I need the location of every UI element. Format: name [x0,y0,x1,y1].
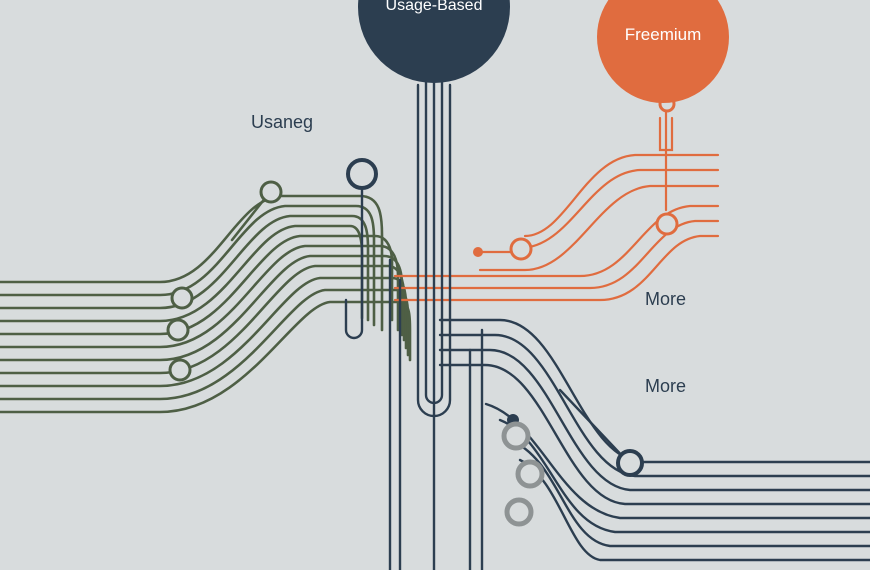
navy-node-upper [346,158,378,190]
gray-node-1 [501,421,531,451]
usage-based-circle [358,0,510,83]
navy-line-bundle [344,68,870,570]
orange-node-dot [473,247,483,257]
orange-node-right [655,212,679,236]
orange-line-bundle [393,108,720,302]
freemium-circle [597,0,729,103]
usaneg-label: Usaneg [251,112,313,132]
usage-based-label: Usage-Based [386,0,483,14]
green-node-top [259,180,283,204]
more-label-bottom: More [645,376,686,396]
freemium-label: Freemium [625,25,702,44]
freemium-node: Freemium [597,0,729,103]
green-node-3 [168,358,192,382]
green-line-bundle [0,190,412,414]
green-node-1 [170,286,194,310]
green-nodes [166,180,283,382]
navy-node-right [616,449,644,477]
navy-nodes [346,60,644,477]
gray-node-2 [515,459,545,489]
orange-nodes [473,95,679,261]
usage-based-node: Usage-Based [358,0,510,83]
more-label-top: More [645,289,686,309]
orange-node-left [509,237,533,261]
gray-nodes [501,421,545,527]
gray-node-3 [504,497,534,527]
green-node-2 [166,318,190,342]
